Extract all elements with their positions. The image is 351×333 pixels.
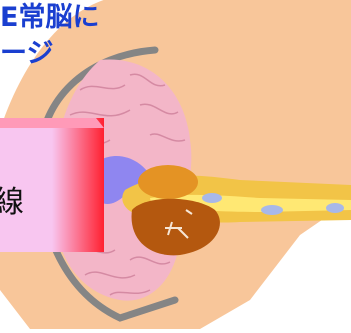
pituitary — [138, 165, 198, 199]
spinal-marker-2 — [261, 205, 283, 215]
beam-label: 線 — [0, 188, 24, 218]
spinal-marker-3 — [326, 203, 344, 213]
caption-line-1: E常脳に — [0, 4, 99, 31]
beam-top-face — [0, 118, 104, 128]
spinal-marker-1 — [202, 193, 222, 203]
caption-line-2: ージ — [0, 40, 53, 67]
